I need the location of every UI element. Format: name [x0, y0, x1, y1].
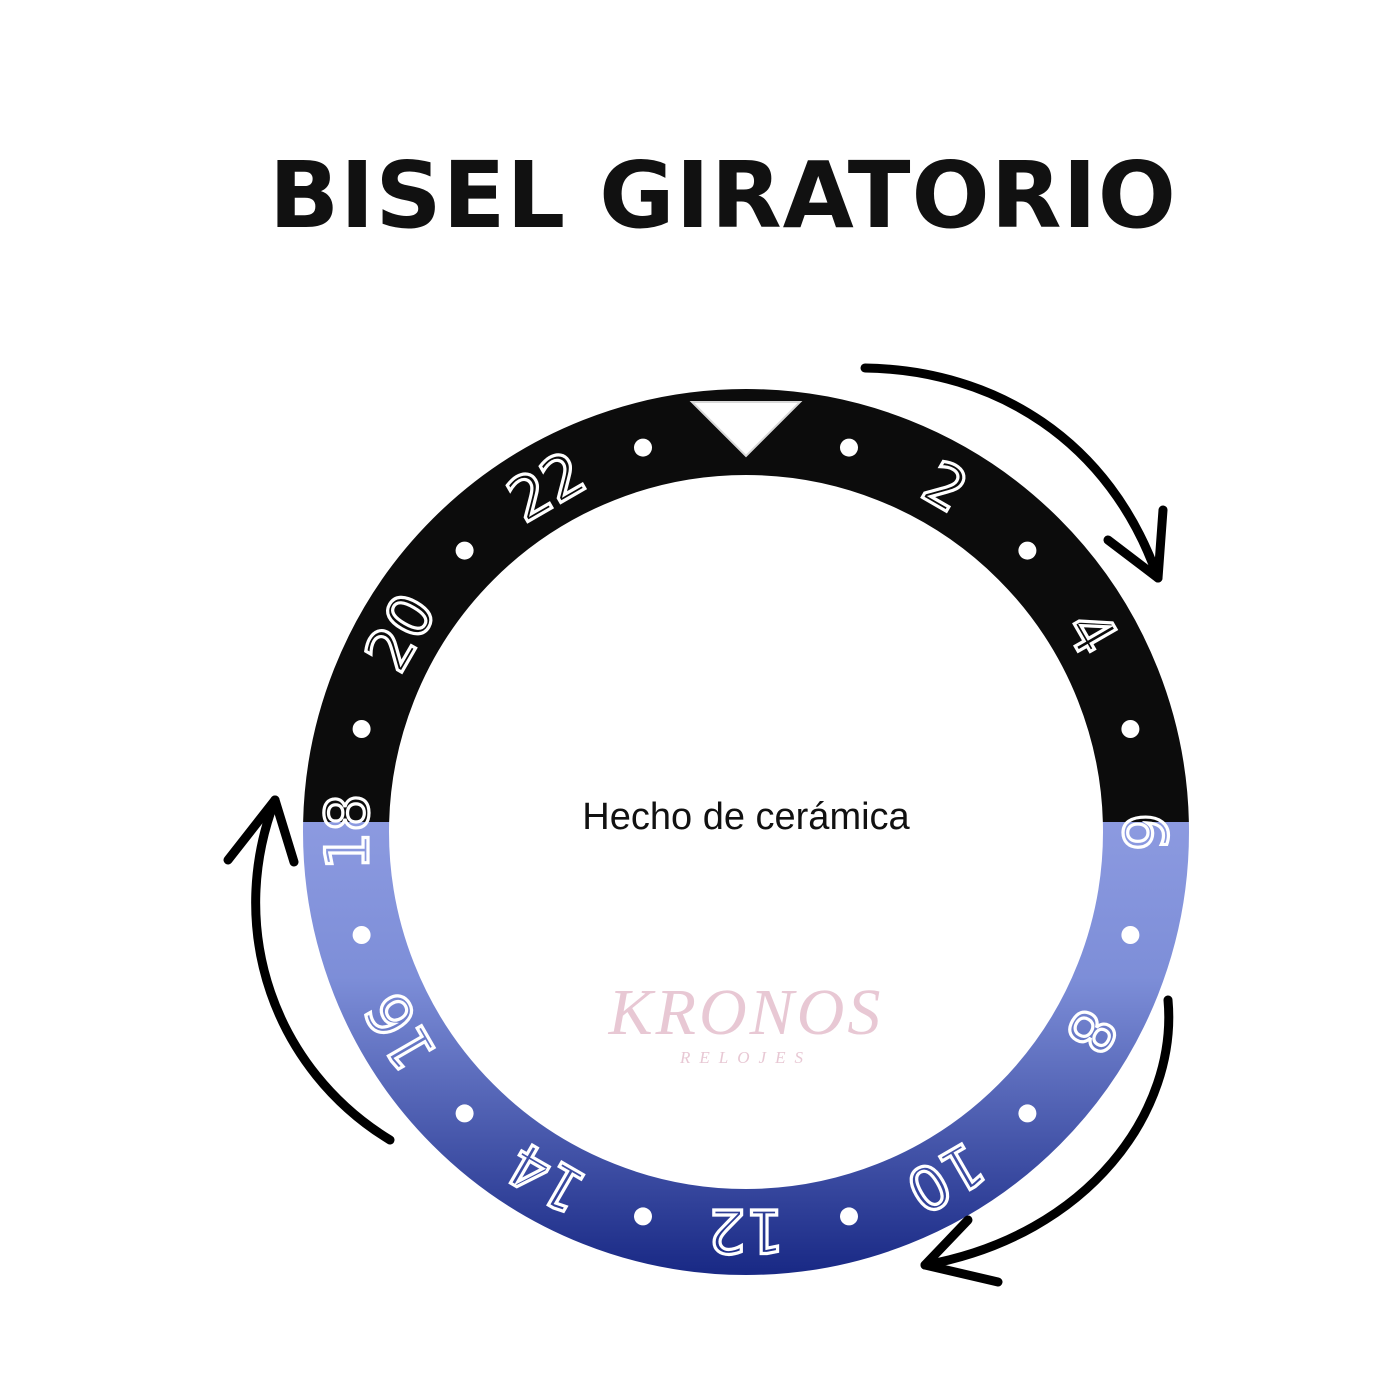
bezel-dot: [352, 720, 371, 738]
bezel-numeral: 12: [708, 1195, 784, 1265]
bezel-dot: [1018, 1104, 1037, 1123]
bezel-dot: [1018, 541, 1037, 560]
bezel-dots: [352, 438, 1140, 1226]
material-caption: Hecho de cerámica: [582, 796, 910, 838]
bezel-dot: [840, 1207, 858, 1226]
watermark-subtitle: RELOJES: [680, 1048, 812, 1067]
bezel-dot: [352, 926, 371, 944]
bezel-dot: [840, 438, 858, 457]
rotation-arrow-icon: [860, 363, 1168, 583]
bezel-dot: [1121, 926, 1140, 944]
bezel-dot: [634, 438, 652, 457]
bezel-dot: [634, 1207, 652, 1226]
page-title: BISEL GIRATORIO: [268, 142, 1177, 249]
watermark-name: KRONOS: [608, 976, 884, 1049]
triangle-marker-icon: [689, 401, 803, 458]
bezel-numeral: 6: [1109, 813, 1179, 851]
bezel-dot: [455, 1104, 474, 1123]
rotation-arrow-icon: [920, 995, 1174, 1287]
watermark-logo: KRONOS RELOJES: [0, 980, 1400, 1068]
bezel-dot: [455, 541, 474, 560]
rotation-arrow-icon: [223, 795, 395, 1145]
bezel-lower-half: [303, 822, 1189, 1275]
bezel-dot: [1121, 720, 1140, 738]
bezel-numeral: 18: [313, 794, 383, 870]
